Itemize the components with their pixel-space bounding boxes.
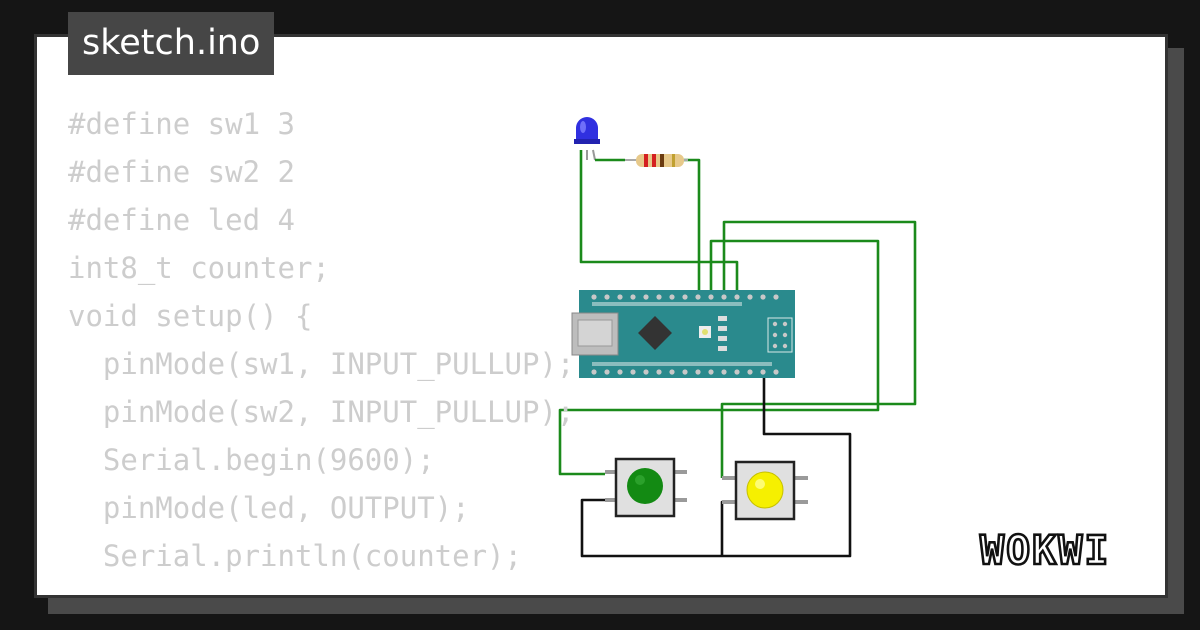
blue-led-icon — [574, 117, 625, 162]
wire-gnd — [580, 372, 852, 558]
code-line: pinMode(sw1, INPUT_PULLUP); — [68, 347, 575, 381]
code-line: Serial.println(counter); — [68, 539, 522, 573]
code-line: int8_t counter; — [68, 251, 330, 285]
yellow-pushbutton-icon — [722, 460, 808, 521]
wire-gnd-yellow — [720, 500, 736, 556]
file-tab[interactable]: sketch.ino — [68, 12, 275, 75]
wire-switch-green — [558, 239, 880, 476]
arduino-nano-icon — [571, 290, 795, 378]
code-line: pinMode(sw2, INPUT_PULLUP); — [68, 395, 575, 429]
green-pushbutton-icon — [605, 457, 687, 518]
wire-led-to-pin — [579, 150, 739, 297]
code-line: Serial.begin(9600); — [68, 443, 435, 477]
wire-resistor-to-pin — [683, 158, 701, 297]
code-line: #define led 4 — [68, 203, 295, 237]
resistor-icon — [625, 154, 688, 167]
file-name: sketch.ino — [82, 23, 261, 63]
wire-switch-yellow — [720, 220, 917, 478]
wokwi-logo-icon: WOKWI — [979, 527, 1110, 576]
code-line: #define sw2 2 — [68, 155, 295, 189]
code-line: void setup() { — [68, 299, 313, 333]
code-line: #define sw1 3 — [68, 107, 295, 141]
brand-name: WOKWI — [980, 528, 1110, 574]
code-line: pinMode(led, OUTPUT); — [68, 491, 470, 525]
code-preview: #define sw1 3 #define sw2 2 #define led 4 i… — [68, 100, 574, 580]
